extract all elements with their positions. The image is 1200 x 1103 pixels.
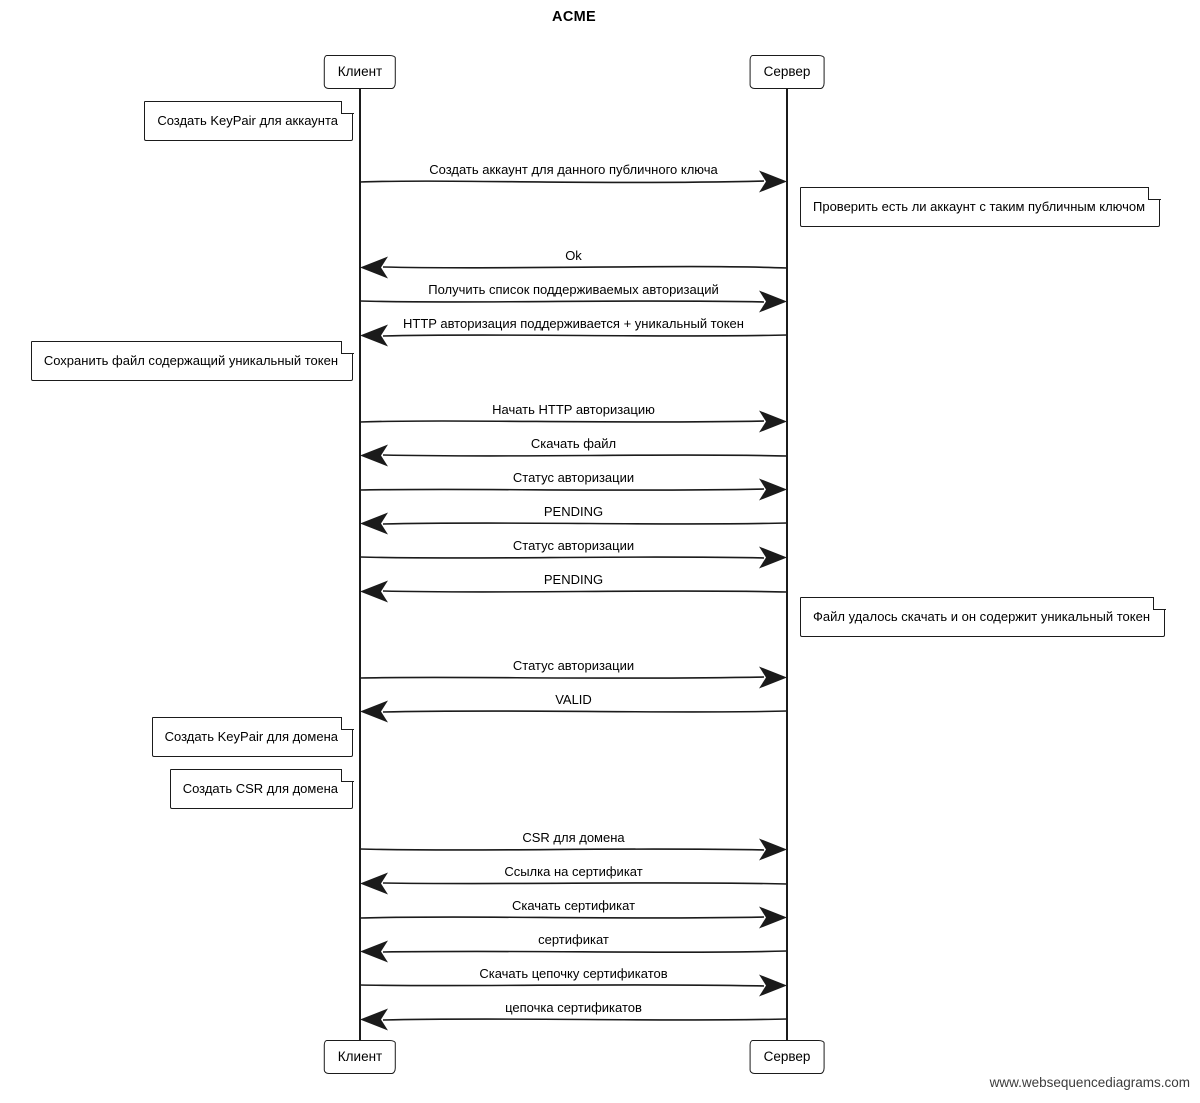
message: Скачать файл (360, 421, 788, 467)
note-row: Сохранить файл содержащий уникальный ток… (0, 335, 354, 387)
arrow-left-icon (360, 580, 788, 603)
note: Создать KeyPair для домена (151, 716, 354, 757)
message-label: PENDING (543, 504, 604, 519)
message-label: Статус авторизации (512, 658, 635, 673)
message-label: Скачать файл (530, 436, 617, 451)
arrow-left-icon (360, 940, 788, 963)
arrow-right-icon (359, 478, 787, 501)
arrow-right-icon (359, 906, 787, 929)
note-row: Создать KeyPair для аккаунта (0, 95, 354, 147)
message: Получить список поддерживаемых авторизац… (359, 267, 787, 313)
message-label: HTTP авторизация поддерживается + уникал… (403, 316, 744, 331)
message-label: Создать аккаунт для данного публичного к… (429, 162, 718, 177)
message-label: цепочка сертификатов (505, 1000, 642, 1015)
message: Статус авторизации (359, 643, 787, 689)
actor-box-client-top: Клиент (323, 55, 397, 89)
lifeline-server (786, 88, 788, 1040)
arrow-left-icon (360, 444, 788, 467)
message: сертификат (360, 917, 788, 963)
arrow-left-icon (360, 1008, 788, 1031)
message: Ссылка на сертификат (360, 849, 788, 895)
note-label: Проверить есть ли аккаунт с таким публич… (813, 199, 1146, 214)
message: HTTP авторизация поддерживается + уникал… (360, 301, 788, 347)
message-label: Статус авторизации (512, 470, 635, 485)
message-label: Скачать цепочку сертификатов (479, 966, 668, 981)
message-label: Статус авторизации (512, 538, 635, 553)
message: Скачать сертификат (359, 883, 787, 929)
arrow-right-icon (359, 666, 787, 689)
message-label: Начать HTTP авторизацию (492, 402, 655, 417)
arrow-right-icon (359, 410, 787, 433)
arrow-left-icon (360, 872, 788, 895)
arrow-left-icon (360, 700, 788, 723)
arrow-left-icon (360, 512, 788, 535)
message-label: Ok (565, 248, 582, 263)
note-row: Создать CSR для домена (0, 763, 354, 815)
event-flow: Создать KeyPair для аккаунта Создать акк… (0, 95, 1200, 1031)
note-label: Создать CSR для домена (182, 781, 338, 796)
actor-label-server: Сервер (763, 1049, 811, 1064)
note-label: Сохранить файл содержащий уникальный ток… (43, 353, 338, 368)
arrow-right-icon (359, 290, 787, 313)
message: PENDING (360, 557, 788, 603)
note: Создать CSR для домена (169, 768, 354, 809)
note-label: Файл удалось скачать и он содержит уника… (813, 609, 1151, 624)
message-label: VALID (555, 692, 592, 707)
actor-box-server-top: Сервер (749, 55, 825, 89)
actor-label-server: Сервер (763, 64, 811, 79)
message-label: Ссылка на сертификат (504, 864, 643, 879)
message: Скачать цепочку сертификатов (359, 951, 787, 997)
message: Статус авторизации (359, 455, 787, 501)
message: PENDING (360, 489, 788, 535)
actor-box-server-bottom: Сервер (749, 1040, 825, 1074)
message-label: Получить список поддерживаемых авторизац… (428, 282, 719, 297)
note-row: Файл удалось скачать и он содержит уника… (800, 591, 1192, 643)
message-label: PENDING (543, 572, 604, 587)
actor-label-client: Клиент (337, 1049, 383, 1064)
watermark: www.websequencediagrams.com (989, 1075, 1190, 1090)
arrow-right-icon (359, 546, 787, 569)
note-label: Создать KeyPair для домена (164, 729, 338, 744)
message-label: сертификат (538, 932, 609, 947)
message: Создать аккаунт для данного публичного к… (359, 147, 787, 193)
lifeline-client (359, 88, 361, 1040)
arrow-left-icon (360, 256, 788, 279)
message-label: Скачать сертификат (511, 898, 636, 913)
arrow-right-icon (359, 170, 787, 193)
message: цепочка сертификатов (360, 985, 788, 1031)
arrow-right-icon (359, 838, 787, 861)
note: Файл удалось скачать и он содержит уника… (800, 596, 1166, 637)
note: Сохранить файл содержащий уникальный ток… (30, 340, 354, 381)
message: VALID (360, 677, 788, 723)
message: Начать HTTP авторизацию (359, 387, 787, 433)
note-label: Создать KeyPair для аккаунта (157, 113, 338, 128)
note: Проверить есть ли аккаунт с таким публич… (800, 186, 1161, 227)
message: Ok (360, 233, 788, 279)
actor-label-client: Клиент (337, 64, 383, 79)
message-label: CSR для домена (522, 830, 625, 845)
message: Статус авторизации (359, 523, 787, 569)
message: CSR для домена (359, 815, 787, 861)
note-row: Создать KeyPair для домена (0, 711, 354, 763)
arrow-left-icon (360, 324, 788, 347)
note: Создать KeyPair для аккаунта (144, 100, 354, 141)
arrow-right-icon (359, 974, 787, 997)
actor-box-client-bottom: Клиент (323, 1040, 397, 1074)
diagram-title: ACME (552, 9, 596, 25)
note-row: Проверить есть ли аккаунт с таким публич… (800, 181, 1192, 233)
